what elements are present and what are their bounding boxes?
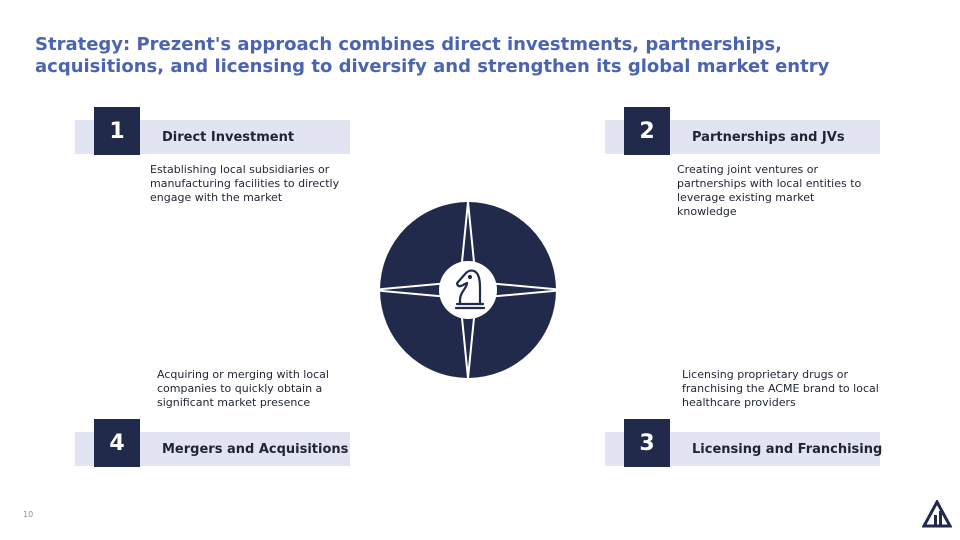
chess-knight-icon — [454, 269, 486, 310]
strategy-label-licensing: Licensing and Franchising — [692, 442, 883, 457]
strategy-desc-mergers: Acquiring or merging with local companie… — [157, 368, 329, 409]
strategy-label-partnerships: Partnerships and JVs — [692, 130, 845, 145]
page-number: 10 — [23, 510, 34, 519]
strategy-number-2: 2 — [624, 107, 670, 155]
strategy-number-1: 1 — [94, 107, 140, 155]
compass-center-circle — [439, 261, 497, 319]
slide-title: Strategy: Prezent's approach combines di… — [35, 34, 830, 77]
strategy-number-3: 3 — [624, 419, 670, 467]
company-logo-icon — [922, 500, 952, 528]
strategy-desc-partnerships: Creating joint ventures or partnerships … — [677, 163, 862, 218]
strategy-desc-direct-investment: Establishing local subsidiaries or manuf… — [150, 163, 340, 204]
strategy-label-mergers: Mergers and Acquisitions — [162, 442, 349, 457]
strategy-label-direct-investment: Direct Investment — [162, 130, 295, 145]
compass-graphic — [371, 201, 565, 379]
strategy-number-4: 4 — [94, 419, 140, 467]
strategy-desc-licensing: Licensing proprietary drugs or franchisi… — [682, 368, 879, 409]
